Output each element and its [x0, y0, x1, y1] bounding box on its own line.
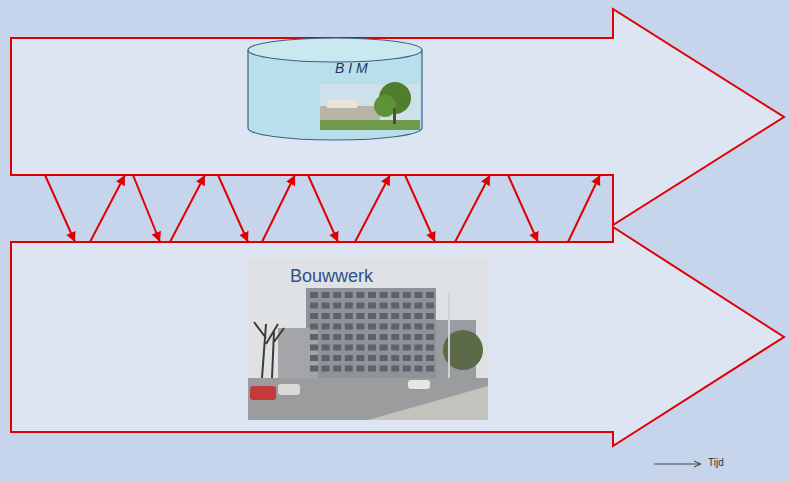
- band-arrow: B I M: [10, 8, 785, 226]
- exchange-arrow: [133, 175, 160, 242]
- band-arrow: Bouwwerk: [10, 226, 785, 447]
- exchange-arrow: [355, 175, 390, 242]
- exchange-arrow: [405, 175, 435, 242]
- building-label: Bouwwerk: [290, 266, 373, 287]
- database-cylinder: [235, 36, 435, 146]
- exchange-arrow: [262, 175, 295, 242]
- exchange-arrow: [218, 175, 248, 242]
- exchange-arrow: [170, 175, 205, 242]
- exchange-arrow: [90, 175, 125, 242]
- axis-label: Tijd: [708, 457, 724, 468]
- exchange-arrow: [508, 175, 538, 242]
- exchange-arrow: [568, 175, 600, 242]
- time-arrow: [650, 456, 706, 472]
- exchange-arrow: [45, 175, 75, 242]
- model-label: B I M: [335, 60, 368, 76]
- exchange-arrow: [308, 175, 338, 242]
- exchange-arrow: [455, 175, 490, 242]
